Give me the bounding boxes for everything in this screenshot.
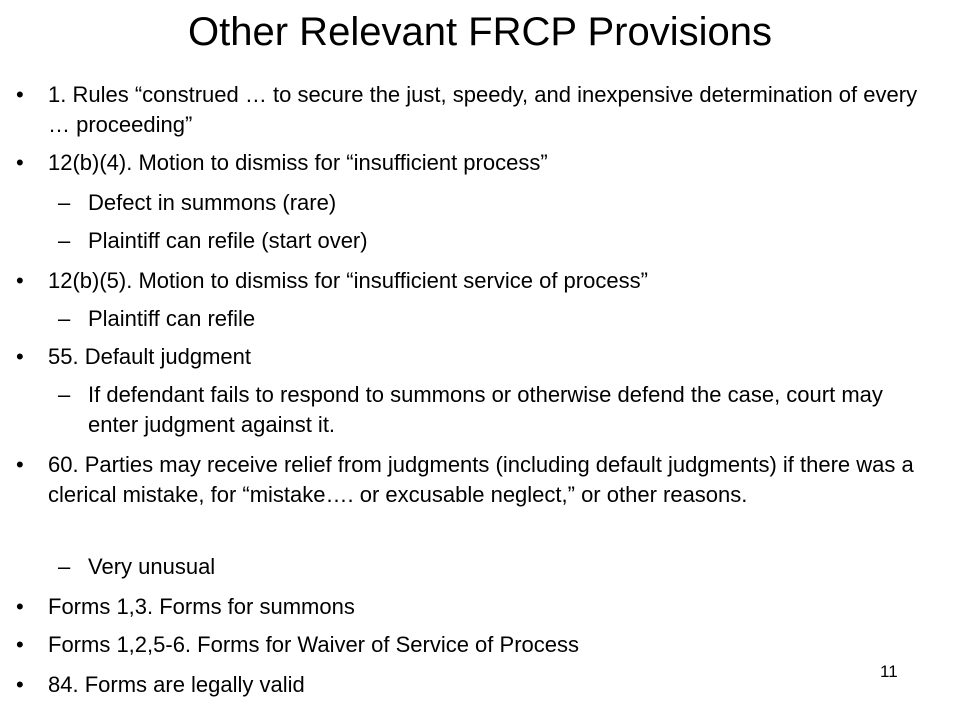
bullet-text: 84. Forms are legally valid <box>48 672 305 697</box>
bullet-text: 1. Rules “construed … to secure the just… <box>48 82 918 137</box>
sub-bullet-item: – Defect in summons (rare) <box>58 188 936 218</box>
sub-bullet-text: Very unusual <box>88 554 216 579</box>
bullet-text: 12(b)(4). Motion to dismiss for “insuffi… <box>48 150 548 175</box>
sub-bullet-text: Plaintiff can refile <box>88 306 256 331</box>
bullet-item: • Forms 1,2,5-6. Forms for Waiver of Ser… <box>16 630 928 660</box>
bullet-text: Forms 1,3. Forms for summons <box>48 594 355 619</box>
sub-bullet-text: Defect in summons (rare) <box>88 190 337 215</box>
bullet-item: • 1. Rules “construed … to secure the ju… <box>16 80 928 140</box>
sub-bullet-marker: – <box>58 306 71 331</box>
bullet-marker: • <box>16 632 24 657</box>
bullet-text: 60. Parties may receive relief from judg… <box>48 452 914 507</box>
bullet-text: 12(b)(5). Motion to dismiss for “insuffi… <box>48 268 648 293</box>
bullet-item: • 12(b)(5). Motion to dismiss for “insuf… <box>16 266 928 296</box>
page-number: 11 <box>880 662 898 681</box>
sub-bullet-text: Plaintiff can refile (start over) <box>88 228 368 253</box>
sub-bullet-item: – Plaintiff can refile <box>58 304 936 334</box>
bullet-marker: • <box>16 672 24 697</box>
bullet-marker: • <box>16 594 24 619</box>
sub-bullet-text: If defendant fails to respond to summons… <box>88 382 883 437</box>
sub-bullet-marker: – <box>58 228 71 253</box>
bullet-marker: • <box>16 150 24 175</box>
bullet-text: 55. Default judgment <box>48 344 252 369</box>
sub-bullet-item: – If defendant fails to respond to summo… <box>58 380 936 440</box>
sub-bullet-marker: – <box>58 382 71 407</box>
bullet-marker: • <box>16 344 24 369</box>
sub-bullet-marker: – <box>58 190 71 215</box>
bullet-marker: • <box>16 452 24 477</box>
bullet-item: • 12(b)(4). Motion to dismiss for “insuf… <box>16 148 928 178</box>
bullet-marker: • <box>16 268 24 293</box>
bullet-item: • Forms 1,3. Forms for summons <box>16 592 928 622</box>
slide-title: Other Relevant FRCP Provisions <box>188 10 772 54</box>
sub-bullet-item: – Very unusual <box>58 552 936 582</box>
bullet-text: Forms 1,2,5-6. Forms for Waiver of Servi… <box>48 632 579 657</box>
bullet-marker: • <box>16 82 24 107</box>
bullet-item: • 60. Parties may receive relief from ju… <box>16 450 928 510</box>
bullet-item: • 84. Forms are legally valid <box>16 670 928 700</box>
bullet-item: • 55. Default judgment <box>16 342 928 372</box>
sub-bullet-marker: – <box>58 554 71 579</box>
sub-bullet-item: – Plaintiff can refile (start over) <box>58 226 936 256</box>
